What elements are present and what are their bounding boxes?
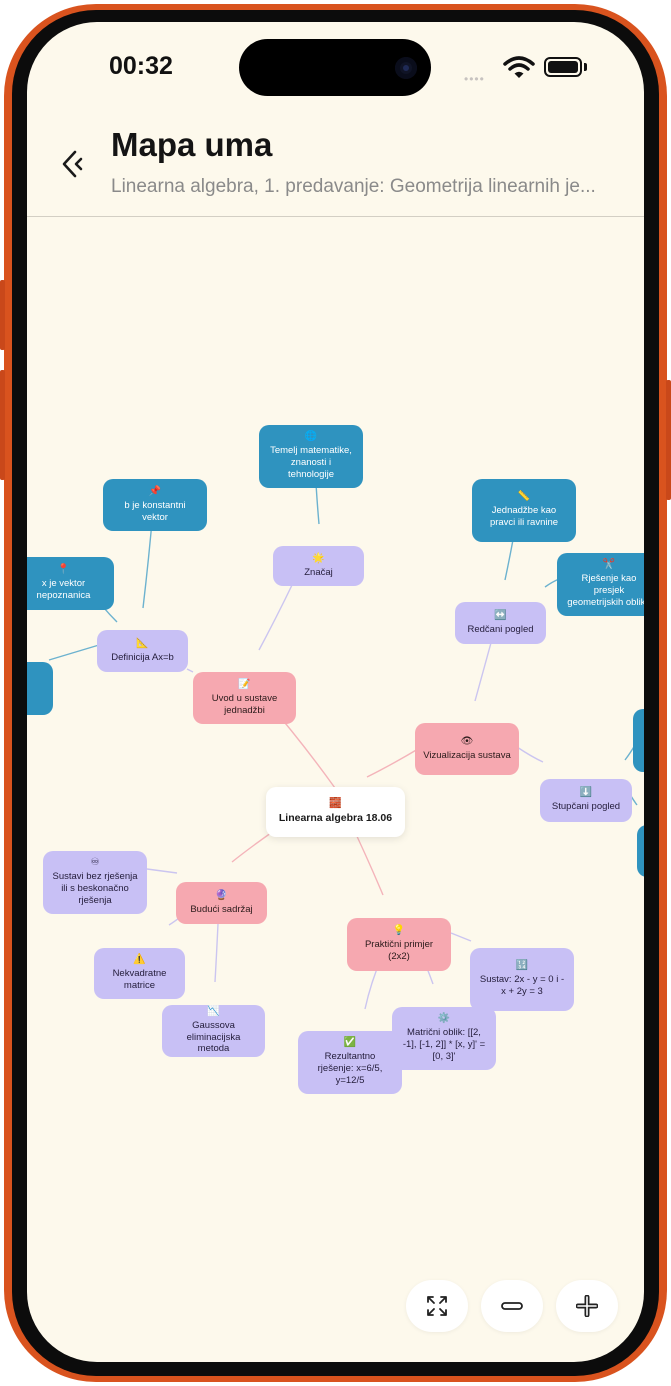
- camera-icon: [395, 57, 417, 79]
- node-x-vektor[interactable]: 📍 x je vektor nepoznanica: [27, 557, 114, 610]
- status-time: 00:32: [109, 52, 173, 80]
- node-prakticni[interactable]: 💡 Praktični primjer (2x2): [347, 918, 451, 971]
- node-temelj[interactable]: 🌐 Temelj matematike, znanosti i tehnolog…: [259, 425, 363, 488]
- node-label: Sustavi bez rješenja ili s beskonačno rj…: [52, 871, 138, 906]
- lightbulb-icon: 💡: [392, 925, 406, 937]
- signal-icon: ••••: [464, 72, 485, 86]
- node-label: Temelj matematike, znanosti i tehnologij…: [270, 445, 352, 480]
- node-label: Redčani pogled: [467, 623, 534, 635]
- node-rezultat[interactable]: ✅ Rezultantno rješenje: x=6/5, y=12/5: [298, 1031, 402, 1094]
- node-label: Nekvadratne matrice: [112, 968, 167, 991]
- node-label: Stupčani pogled: [551, 801, 621, 813]
- triangle-ruler-icon: 📐: [136, 637, 149, 649]
- battery-level: [548, 61, 578, 73]
- numbers-icon: 🔢: [515, 960, 529, 972]
- page-title: Mapa uma: [111, 126, 273, 163]
- node-label: Jednadžbe kao pravci ili ravnine: [489, 505, 559, 528]
- node-nekvadratne[interactable]: ⚠️ Nekvadratne matrice: [94, 948, 185, 999]
- header-divider: [27, 216, 644, 217]
- edge-uvod-definicija: [186, 668, 194, 673]
- node-sustav[interactable]: 🔢 Sustav: 2x - y = 0 i -x + 2y = 3: [470, 948, 574, 1011]
- down-arrow-icon: ⬇️: [579, 787, 593, 799]
- node-label: Uvod u sustave jednadžbi: [211, 692, 278, 716]
- node-label: Značaj: [304, 566, 333, 578]
- mindmap-canvas[interactable]: 🧱 Linearna algebra 18.06 📝 Uvod u sustav…: [27, 217, 644, 1362]
- node-label: Gaussova eliminacijska metoda: [186, 1019, 241, 1055]
- crystal-ball-icon: 🔮: [215, 889, 228, 901]
- mindmap-root-node[interactable]: 🧱 Linearna algebra 18.06: [266, 787, 405, 837]
- node-znacaj[interactable]: 🌟 Značaj: [273, 546, 364, 586]
- pushpin-icon: 📌: [148, 485, 162, 497]
- zoom-in-button[interactable]: [556, 1280, 618, 1332]
- node-stupcani[interactable]: ⬇️ Stupčani pogled: [540, 779, 632, 822]
- dynamic-island: [239, 39, 431, 96]
- wifi-icon: [503, 56, 535, 78]
- node-label: Definicija Ax=b: [111, 651, 174, 663]
- check-icon: ✅: [343, 1037, 357, 1049]
- node-buduci[interactable]: 🔮 Budući sadržaj: [176, 882, 267, 924]
- node-label: Rezultantno rješenje: x=6/5, y=12/5: [317, 1051, 383, 1086]
- node-uvod[interactable]: 📝 Uvod u sustave jednadžbi: [193, 672, 296, 724]
- node-label: Praktični primjer (2x2): [364, 939, 434, 962]
- node-label: Matrični oblik: [[2, -1], [-1, 2]] * [x,…: [402, 1027, 486, 1062]
- back-chevron-icon[interactable]: [57, 147, 91, 181]
- left-right-arrow-icon: ↔️: [494, 609, 507, 621]
- plus-icon: [576, 1295, 598, 1317]
- infinity-icon: ♾: [90, 857, 100, 869]
- node-label: Vizualizacija sustava: [423, 749, 511, 761]
- node-definicija[interactable]: 📐 Definicija Ax=b: [97, 630, 188, 672]
- node-label: x je vektor nepoznanica: [36, 578, 91, 601]
- node-presjeci[interactable]: ✂️ Rješenje kao presjek geometrijskih ob…: [557, 553, 644, 616]
- eye-icon: 👁: [460, 735, 474, 747]
- edge-prakticni-sustav: [450, 932, 472, 942]
- node-offscreen-right-2[interactable]: [637, 825, 644, 877]
- scissors-icon: ✂️: [602, 559, 616, 571]
- node-vizualizacija[interactable]: 👁 Vizualizacija sustava: [415, 723, 519, 775]
- fit-screen-button[interactable]: [406, 1280, 468, 1332]
- warning-icon: ⚠️: [133, 954, 146, 966]
- node-label: Budući sadržaj: [190, 903, 253, 915]
- side-button-left-2: [0, 370, 5, 480]
- side-button-left: [0, 280, 5, 350]
- star-icon: 🌟: [312, 552, 325, 564]
- node-label: Linearna algebra 18.06: [278, 811, 393, 824]
- globe-icon: 🌐: [304, 431, 318, 443]
- minus-icon: [501, 1302, 523, 1310]
- edge-viz-stupcani: [516, 746, 544, 763]
- node-label: b je konstantni vektor: [124, 499, 186, 523]
- node-offscreen-left[interactable]: [27, 662, 53, 715]
- straight-ruler-icon: 📏: [517, 491, 531, 503]
- brick-icon: 🧱: [329, 797, 342, 809]
- node-gauss[interactable]: 📉 Gaussova eliminacijska metoda: [162, 1005, 265, 1057]
- pin-icon: 📍: [57, 564, 70, 576]
- node-matricni[interactable]: ⚙️ Matrični oblik: [[2, -1], [-1, 2]] * …: [392, 1007, 496, 1070]
- node-label: Sustav: 2x - y = 0 i -x + 2y = 3: [479, 974, 565, 997]
- node-b-vektor[interactable]: 📌 b je konstantni vektor: [103, 479, 207, 531]
- node-offscreen-right-1[interactable]: [633, 709, 644, 772]
- zoom-out-button[interactable]: [481, 1280, 543, 1332]
- edge-buduci-sustavi: [146, 868, 178, 874]
- chart-down-icon: 📉: [207, 1005, 220, 1017]
- fit-screen-icon: [427, 1296, 447, 1316]
- node-redcani[interactable]: ↔️ Redčani pogled: [455, 602, 546, 644]
- side-button-right: [666, 380, 671, 500]
- node-pravci[interactable]: 📏 Jednadžbe kao pravci ili ravnine: [472, 479, 576, 542]
- node-label: Rješenje kao presjek geometrijskih oblik…: [567, 573, 644, 608]
- memo-icon: 📝: [238, 678, 251, 690]
- gear-icon: ⚙️: [437, 1013, 451, 1025]
- edge-definicija-offscreen: [48, 644, 100, 661]
- battery-cap: [584, 63, 587, 71]
- battery-icon: [544, 57, 582, 77]
- page-subtitle: Linearna algebra, 1. predavanje: Geometr…: [111, 176, 596, 197]
- node-sustavi-bez[interactable]: ♾ Sustavi bez rješenja ili s beskonačno …: [43, 851, 147, 914]
- app-screen: 00:32 •••• Mapa uma Linearna algebra, 1.…: [27, 22, 644, 1362]
